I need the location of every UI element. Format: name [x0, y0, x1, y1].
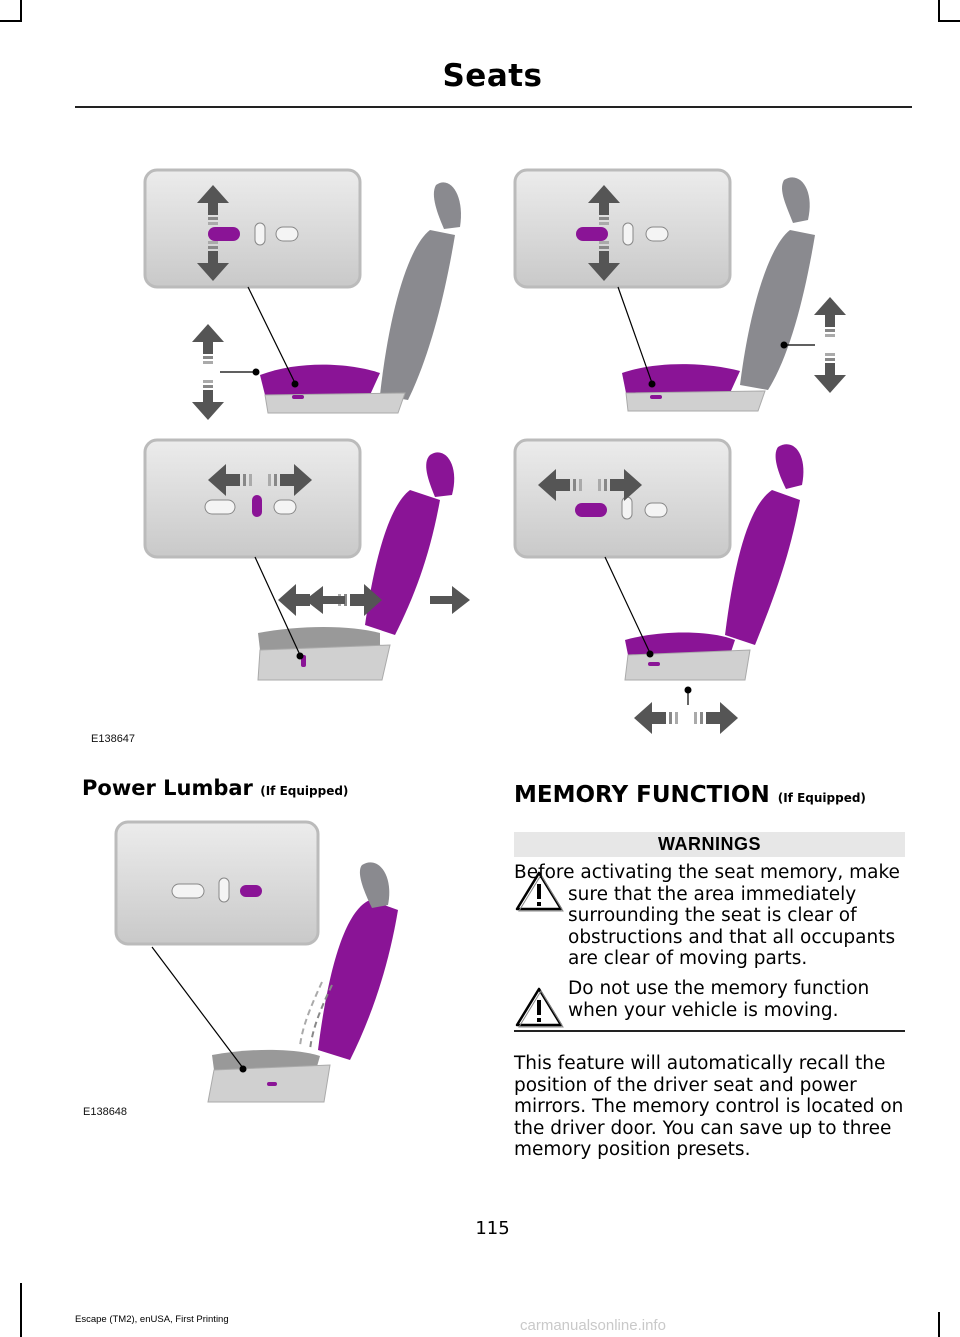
figure-code: E138648: [83, 1106, 128, 1118]
lumbar-qualifier: (If Equipped): [260, 784, 349, 798]
lumbar-illustration: [114, 820, 398, 1103]
memory-qualifier: (If Equipped): [777, 791, 866, 805]
memory-heading: MEMORY FUNCTION (If Equipped): [514, 782, 866, 808]
seat-recline-diagram: [513, 168, 846, 412]
crop-mark: [938, 1312, 940, 1337]
warnings-banner: WARNINGS: [514, 832, 905, 857]
memory-description: This feature will automatically recall t…: [514, 1053, 904, 1160]
warnings-divider: [514, 1030, 905, 1032]
seat-height-diagram: [143, 168, 461, 420]
header-divider: [75, 106, 912, 108]
warning-text: Before activating the seat memory, make …: [514, 862, 900, 969]
page-title: Seats: [442, 58, 543, 94]
crop-mark: [0, 20, 22, 22]
lumbar-heading: Power Lumbar (If Equipped): [82, 776, 348, 800]
warning-triangle-icon: [515, 871, 564, 912]
crop-mark: [938, 20, 960, 22]
figure-code: E138647: [91, 733, 136, 745]
crop-mark: [20, 0, 22, 22]
seat-fore-aft-diagram: [513, 438, 804, 734]
warning-triangle-icon: [515, 987, 564, 1028]
memory-title: MEMORY FUNCTION: [514, 782, 770, 808]
seat-tilt-diagram: [143, 438, 470, 681]
warning-item: Do not use the memory function when your…: [514, 978, 909, 1030]
crop-mark: [20, 1283, 22, 1337]
page-number: 115: [475, 1218, 510, 1239]
seat-adjustment-illustration: [143, 168, 846, 734]
warning-text: Do not use the memory function when your…: [568, 978, 870, 1021]
warning-item: Before activating the seat memory, make …: [514, 862, 909, 970]
watermark: carmanualsonline.info: [520, 1317, 666, 1334]
crop-mark: [938, 0, 940, 22]
footer-edition: Escape (TM2), enUSA, First Printing: [75, 1314, 229, 1325]
lumbar-title: Power Lumbar: [82, 776, 253, 800]
